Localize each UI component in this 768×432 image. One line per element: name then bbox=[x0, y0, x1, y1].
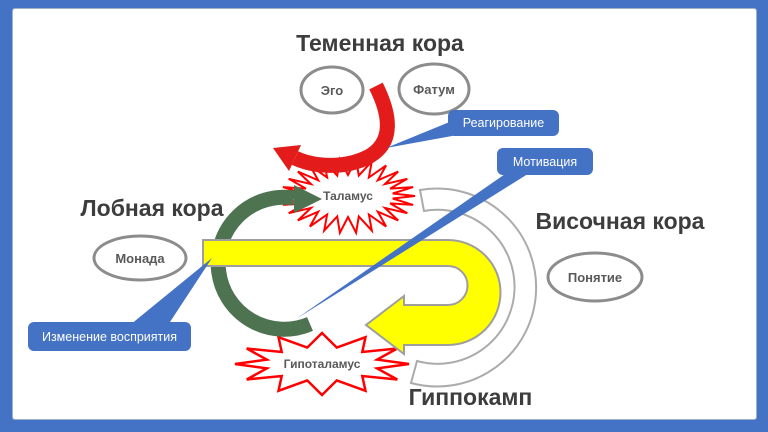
green-arrowhead bbox=[294, 185, 322, 213]
fatum-oval bbox=[397, 62, 471, 116]
perception-callout-tail bbox=[130, 258, 212, 325]
ego-label: Эго bbox=[320, 82, 344, 98]
concept-oval bbox=[546, 251, 644, 303]
ego-oval bbox=[299, 65, 365, 115]
thalamus-label: Таламус bbox=[323, 189, 373, 203]
temporal-cortex-title: Височная кора bbox=[535, 208, 705, 234]
hippocampus-title: Гиппокамп bbox=[408, 384, 533, 410]
frontal-cortex-title: Лобная кора bbox=[80, 195, 224, 221]
fatum-label: Фатум bbox=[413, 81, 455, 97]
reaction-callout: Реагирование bbox=[448, 110, 559, 136]
motivation-callout: Мотивация bbox=[497, 148, 593, 175]
reaction-callout-tail bbox=[386, 121, 452, 148]
hypothalamus-label: Гипоталамус bbox=[283, 357, 361, 371]
monad-label: Монада bbox=[115, 250, 165, 266]
red-arrow bbox=[291, 82, 395, 173]
yellow-uturn-arrow bbox=[202, 239, 502, 357]
concept-label: Понятие bbox=[567, 269, 623, 285]
perception-change-callout: Изменение восприятия bbox=[28, 322, 191, 351]
hippocampus-arc bbox=[409, 187, 538, 388]
green-arrow bbox=[210, 189, 313, 337]
hypothalamus-burst-shape bbox=[234, 331, 410, 397]
red-arrowhead bbox=[273, 145, 301, 171]
parietal-cortex-title: Теменная кора bbox=[296, 30, 464, 56]
motivation-callout-tail bbox=[296, 172, 531, 319]
monad-oval bbox=[92, 234, 188, 282]
